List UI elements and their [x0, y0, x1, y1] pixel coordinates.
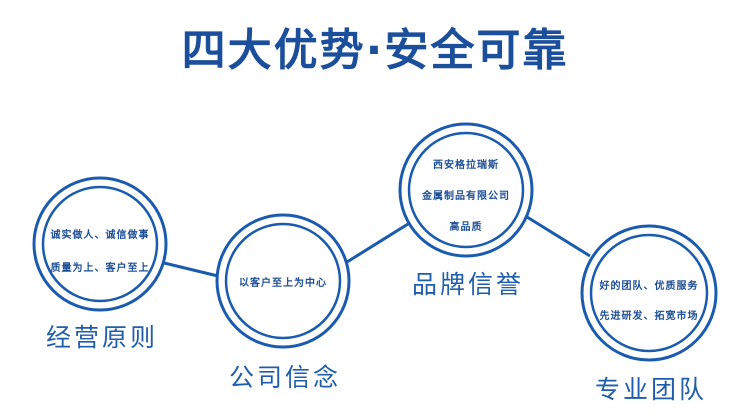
node-3-line-1: 西安格拉瑞斯	[433, 160, 499, 171]
node-2-line-1: 以客户至上为中心	[239, 278, 327, 289]
node-circle-3	[398, 122, 534, 258]
node-4-line-2: 先进研发、拓宽市场	[599, 311, 699, 322]
node-circle-4	[580, 224, 718, 362]
node-circle-2	[215, 213, 351, 349]
page-title: 四大优势·安全可靠	[181, 25, 569, 76]
node-1-text: 诚实做人、诚信做事 质量为上、客户至上	[40, 226, 160, 274]
node-1-line-2: 质量为上、客户至上	[50, 263, 150, 274]
node-2-text: 以客户至上为中心	[223, 274, 343, 289]
node-4-text: 好的团队、优质服务 先进研发、拓宽市场	[589, 277, 709, 322]
node-1-line-1: 诚实做人、诚信做事	[50, 230, 150, 241]
node-circle-1	[32, 176, 168, 312]
node-4-line-1: 好的团队、优质服务	[599, 281, 699, 292]
node-3-label: 品牌信誉	[411, 270, 524, 299]
node-3-line-2: 金属制品有限公司	[422, 191, 510, 202]
node-4-label: 专业团队	[594, 375, 707, 404]
connector-line	[526, 215, 591, 258]
node-1-label: 经营原则	[45, 323, 158, 352]
node-3-text: 西安格拉瑞斯 金属制品有限公司 高品质	[406, 156, 526, 233]
node-3-line-3: 高品质	[449, 222, 483, 233]
connector-line	[346, 222, 409, 264]
node-2-label: 公司信念	[228, 363, 341, 392]
connector-line	[159, 260, 219, 278]
